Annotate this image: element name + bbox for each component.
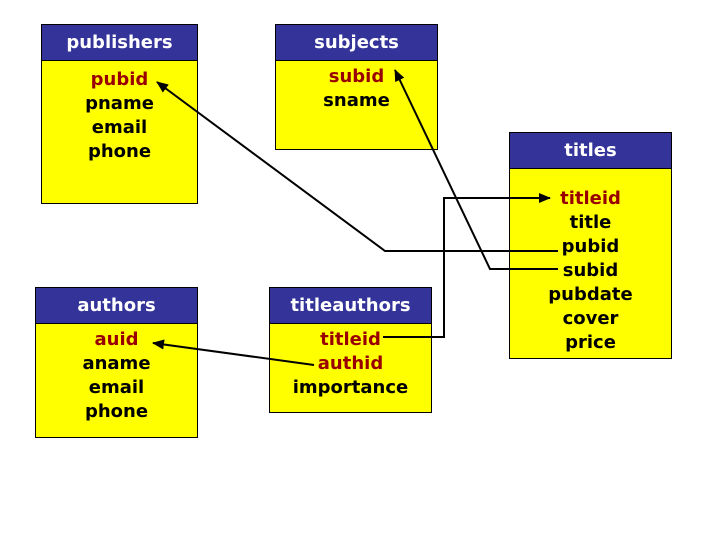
- relationship-titles-subid-to-subjects-subid: [394, 69, 558, 270]
- titleauthors-header: titleauthors: [270, 288, 431, 324]
- titleauthors-field-importance: importance: [292, 377, 409, 398]
- publishers-field-pname: pname: [85, 93, 154, 114]
- authors-field-email: email: [88, 377, 145, 398]
- titles-field-pubid: pubid: [561, 236, 620, 257]
- subjects-field-sname: sname: [323, 90, 390, 111]
- publishers-field-pubid: pubid: [90, 69, 149, 90]
- publishers-field-email: email: [91, 117, 148, 138]
- titles-field-subid: subid: [562, 260, 619, 281]
- relationship-titleauthors-titleid-to-titles-titleid: [383, 193, 551, 338]
- titleauthors-field-titleid: titleid: [320, 329, 381, 350]
- titles-field-list: titleid title pubid subid pubdate cover …: [510, 169, 671, 355]
- subjects-field-subid: subid: [328, 66, 385, 87]
- authors-field-auid: auid: [94, 329, 139, 350]
- authors-table: authors auid aname email phone: [35, 287, 198, 438]
- titles-field-price: price: [565, 332, 616, 353]
- titleauthors-body: titleid authid importance: [270, 324, 431, 412]
- subjects-field-list: subid sname: [276, 61, 437, 113]
- titleauthors-field-authid: authid: [317, 353, 384, 374]
- titles-body: titleid title pubid subid pubdate cover …: [510, 169, 671, 358]
- publishers-table: publishers pubid pname email phone: [41, 24, 198, 204]
- subjects-table: subjects subid sname: [275, 24, 438, 150]
- authors-field-phone: phone: [84, 401, 149, 422]
- publishers-body: pubid pname email phone: [42, 61, 197, 203]
- publishers-header: publishers: [42, 25, 197, 61]
- authors-header: authors: [36, 288, 197, 324]
- titles-field-pubdate: pubdate: [548, 284, 633, 305]
- titleauthors-table: titleauthors titleid authid importance: [269, 287, 432, 413]
- titles-field-cover: cover: [562, 308, 619, 329]
- publishers-field-phone: phone: [87, 141, 152, 162]
- publishers-field-list: pubid pname email phone: [42, 61, 197, 164]
- relationship-titles-pubid-to-publishers-pubid: [156, 81, 558, 252]
- titles-header: titles: [510, 133, 671, 169]
- authors-field-aname: aname: [82, 353, 151, 374]
- authors-body: auid aname email phone: [36, 324, 197, 437]
- titleauthors-field-list: titleid authid importance: [270, 324, 431, 400]
- titles-field-titleid: titleid: [560, 188, 621, 209]
- subjects-header: subjects: [276, 25, 437, 61]
- subjects-body: subid sname: [276, 61, 437, 149]
- titles-table: titles titleid title pubid subid pubdate…: [509, 132, 672, 359]
- titles-field-title: title: [569, 212, 612, 233]
- relationship-titleauthors-authid-to-authors-auid: [152, 339, 315, 366]
- authors-field-list: auid aname email phone: [36, 324, 197, 424]
